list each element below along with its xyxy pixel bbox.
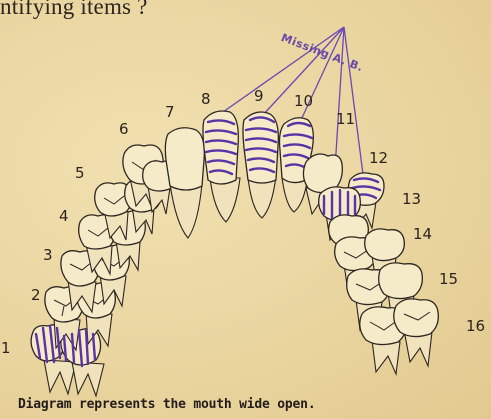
tooth-number-3: 3: [43, 246, 53, 264]
tooth-number-4: 4: [59, 207, 69, 225]
tooth-8: [203, 111, 240, 222]
tooth-number-9: 9: [254, 87, 264, 105]
tooth-number-8: 8: [201, 90, 211, 108]
tooth-number-12: 12: [369, 149, 388, 167]
tooth-number-2: 2: [31, 286, 41, 304]
tooth-number-7: 7: [165, 103, 175, 121]
tooth-number-13: 13: [402, 190, 421, 208]
diagram-caption: Diagram represents the mouth wide open.: [18, 397, 315, 412]
tooth-9: [243, 112, 278, 218]
tooth-number-16: 16: [466, 317, 485, 335]
tooth-7: [165, 128, 204, 238]
tooth-number-11: 11: [336, 110, 355, 128]
tooth-16b: [394, 299, 439, 366]
tooth-number-6: 6: [119, 120, 129, 138]
tooth-number-10: 10: [294, 92, 313, 110]
tooth-number-14: 14: [413, 225, 432, 243]
tooth-number-5: 5: [75, 164, 85, 182]
tooth-number-1: 1: [1, 339, 11, 357]
tooth-number-15: 15: [439, 270, 458, 288]
